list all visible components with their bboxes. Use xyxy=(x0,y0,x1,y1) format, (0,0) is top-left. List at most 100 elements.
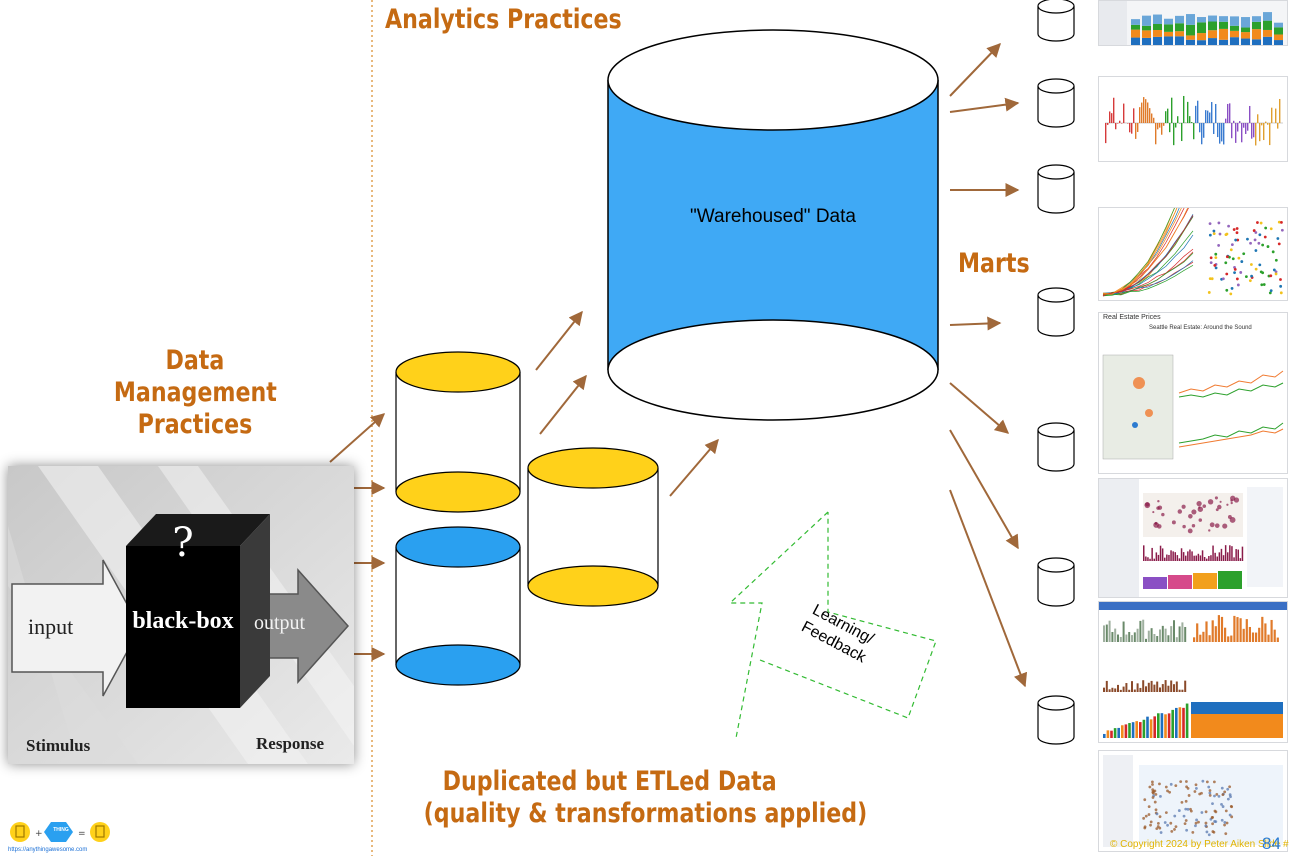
thumb-report-dot xyxy=(1211,830,1215,833)
thumb-dash-bar xyxy=(1128,631,1131,642)
thumb-bar-segment xyxy=(1142,15,1151,26)
thumb-report-dot xyxy=(1173,814,1177,818)
thumb-oscillation-bar xyxy=(1163,123,1165,126)
thumb-hist-bar xyxy=(1172,551,1174,561)
thumb-area-band xyxy=(1218,571,1242,589)
thumb-trend-line xyxy=(1102,208,1175,295)
thumb-oscillation-bar xyxy=(1251,123,1253,139)
thumb-oscillation-bar xyxy=(1223,123,1225,145)
heading-duplicated: Duplicated but ETLed Data (quality & tra… xyxy=(375,766,868,830)
staging-cylinder-blue xyxy=(395,526,521,686)
thumb-oscillation-bar xyxy=(1279,98,1281,123)
blackbox-illustration xyxy=(8,466,354,764)
thumb-hist-bar xyxy=(1151,547,1153,561)
thumb-bar-segment xyxy=(1252,29,1261,40)
thumb-hist-bar xyxy=(1185,555,1187,561)
thumb-dash-bar xyxy=(1125,683,1128,692)
thumb-dash-bar xyxy=(1153,684,1156,692)
thumb-hist-bar xyxy=(1218,552,1221,561)
thumb-dash-bar xyxy=(1139,620,1142,642)
thumb-scatter-dot xyxy=(1276,237,1280,240)
footer-logo: + = THING https://anythingawesome.com xyxy=(6,818,116,856)
thumb-scatter-dot xyxy=(1218,232,1222,236)
thumb-oscillation-bar xyxy=(1183,95,1185,123)
thumb-dash-bar xyxy=(1208,635,1211,642)
thumb-dash-bar xyxy=(1142,619,1145,642)
thumb-bar-segment xyxy=(1186,39,1195,45)
thumb-report-dot xyxy=(1154,808,1158,812)
thumb-scatter-dot xyxy=(1274,258,1278,262)
thumb-hist-bar xyxy=(1210,555,1212,561)
thumb-dash-bar xyxy=(1217,615,1220,642)
thumb-bar-segment xyxy=(1153,36,1162,45)
thumb-bar-segment xyxy=(1208,38,1217,45)
thumb-report-dot xyxy=(1142,816,1146,820)
thumb-hist-bar xyxy=(1224,545,1227,561)
output-label: output xyxy=(254,612,306,634)
thumb-oscillation-bar xyxy=(1159,123,1161,128)
thumb-hist-bar xyxy=(1164,557,1166,561)
thumb-trend-line xyxy=(1102,208,1189,296)
thumb-scatter-dot xyxy=(1249,241,1252,245)
thumb-scatter-dot xyxy=(1261,271,1265,275)
thumb-map-dot xyxy=(1217,504,1222,510)
thumb-report-dot xyxy=(1228,793,1232,797)
mart-cylinder-4 xyxy=(1037,287,1075,337)
cube-top xyxy=(126,514,270,546)
thumb-dash-bar xyxy=(1220,616,1224,642)
thumb-report-dot xyxy=(1228,813,1232,817)
thumb-hist-bar xyxy=(1143,545,1145,561)
thumb-report-dot xyxy=(1211,802,1214,806)
thumb-report-dot xyxy=(1223,790,1227,794)
thumb-oscillation-bar xyxy=(1193,123,1195,140)
thumb-report-dot xyxy=(1151,796,1155,799)
thumb-hist-bar xyxy=(1201,550,1204,561)
thumb-dash-bar xyxy=(1171,709,1174,738)
heading-marts: Marts xyxy=(958,248,1030,279)
thumb-scatter-dot xyxy=(1254,231,1258,234)
duplicated-line-2: (quality & transformations applied) xyxy=(423,798,868,829)
thumb-scatter-dot xyxy=(1236,283,1240,287)
thumb-dash-bar xyxy=(1114,688,1117,692)
thumb-trend-line xyxy=(1102,208,1185,295)
thumb-map-dot xyxy=(1226,503,1229,506)
thumb-dash-bar xyxy=(1114,628,1117,642)
thumb-oscillation-bar xyxy=(1189,116,1191,123)
thumb-oscillation-bar xyxy=(1147,102,1149,123)
thumb-report-dot xyxy=(1184,807,1188,811)
thumb-oscillation-bar xyxy=(1133,108,1135,123)
thumb-report-dot xyxy=(1221,805,1225,808)
thumb-bar-segment xyxy=(1197,17,1206,23)
thumb-oscillation-bar xyxy=(1245,123,1247,134)
thumb-scatter-dot xyxy=(1214,266,1218,270)
thumb-bar-segment xyxy=(1241,32,1250,39)
thumb-dash-bar xyxy=(1251,632,1255,642)
thumb-report-dot xyxy=(1220,802,1223,806)
thumb-hist-bar xyxy=(1155,552,1158,561)
thumb-bar-segment xyxy=(1175,31,1184,37)
thumb-oscillation-bar xyxy=(1155,123,1157,145)
thumb-bar-segment xyxy=(1131,29,1140,38)
thumb-bar-segment xyxy=(1131,19,1140,25)
footer-url[interactable]: https://anythingawesome.com xyxy=(8,847,88,853)
thumb-dash-bar xyxy=(1131,635,1133,642)
thumb-scatter-dot xyxy=(1225,232,1229,236)
flow-arrows xyxy=(329,42,1028,688)
thumb-dash-bar xyxy=(1135,721,1138,738)
thumbnail-dashboard-map xyxy=(1098,478,1288,598)
thumb-trend-line xyxy=(1102,208,1178,296)
thumb-dash-bar xyxy=(1170,680,1173,692)
thumb-dash-bar xyxy=(1264,623,1267,642)
thumb-report-dot xyxy=(1212,780,1216,784)
thumb-dash-bar xyxy=(1113,728,1117,738)
arrow-to-mart-2 xyxy=(949,97,1020,113)
thumb-bar-segment xyxy=(1208,15,1217,22)
thumb-report-dot xyxy=(1195,818,1198,822)
thumb-hist-bar xyxy=(1227,552,1229,561)
thumb-map-dot xyxy=(1177,509,1183,514)
thumb-dash-bar xyxy=(1178,626,1181,642)
thumb-scatter-dot xyxy=(1225,272,1229,276)
thumb-bar-segment xyxy=(1230,37,1239,45)
thumb-report-dot xyxy=(1204,810,1208,814)
thumb-hist-bar xyxy=(1147,557,1149,561)
